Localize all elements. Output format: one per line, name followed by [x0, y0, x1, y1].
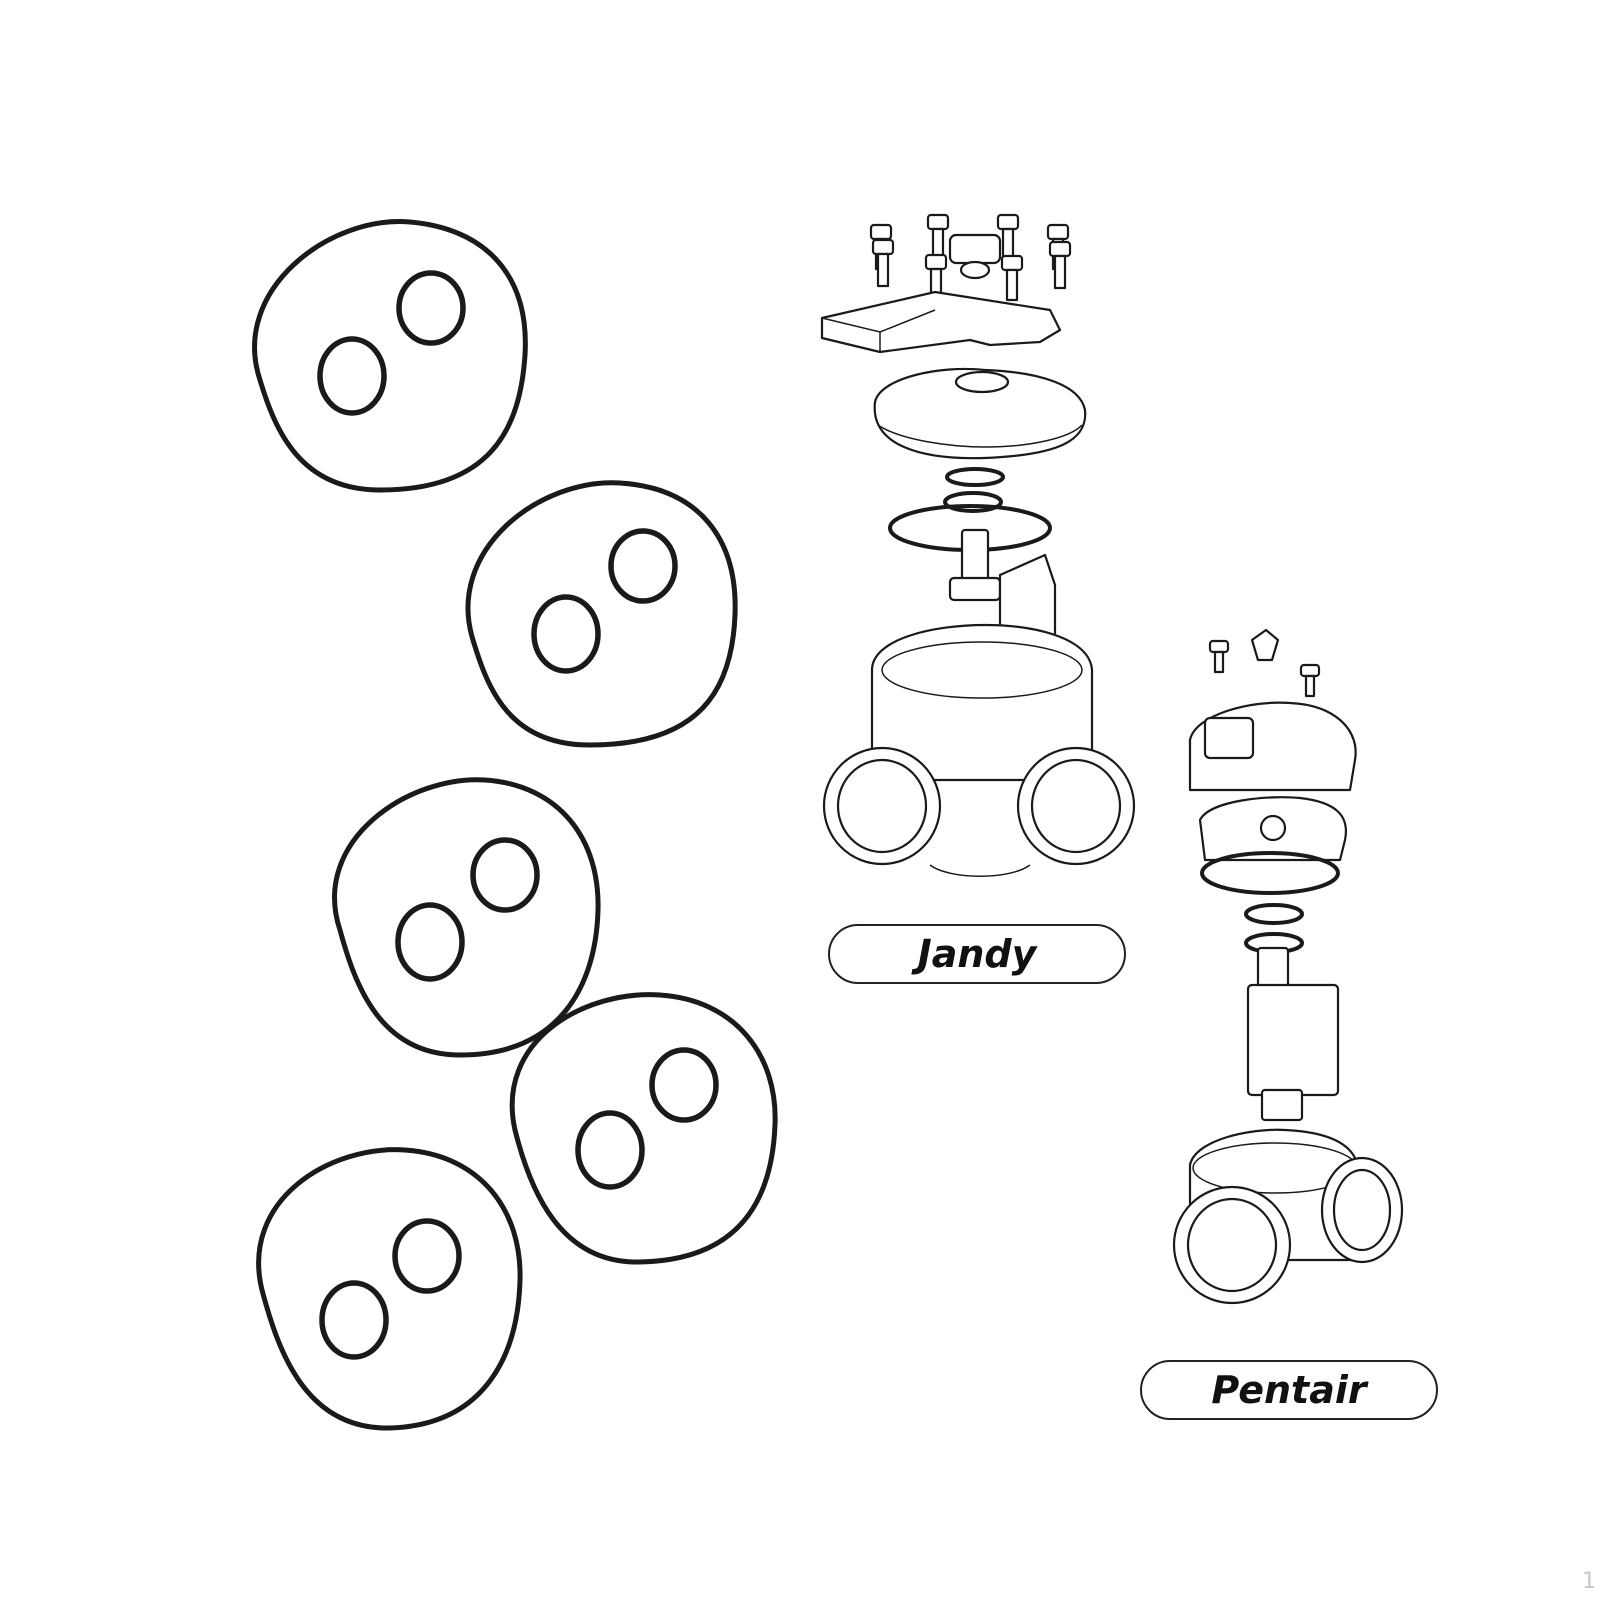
- o-ring-set-1: [252, 219, 528, 493]
- jandy-valve-diagram: [820, 213, 1136, 877]
- pentair-screws: [1208, 639, 1321, 698]
- pentair-label: Pentair: [1140, 1360, 1438, 1420]
- pentair-label-text: Pentair: [1211, 1368, 1367, 1412]
- page-number-mark: 1: [1582, 1569, 1596, 1594]
- jandy-screws: [869, 213, 1072, 302]
- jandy-label-text: Jandy: [917, 932, 1037, 976]
- o-ring-set-2: [465, 480, 738, 748]
- o-ring-set-5: [256, 1147, 523, 1431]
- pentair-valve-diagram: [1172, 628, 1404, 1305]
- o-ring-set-4: [509, 992, 778, 1265]
- o-ring-set-3: [332, 777, 601, 1058]
- jandy-label: Jandy: [828, 924, 1126, 984]
